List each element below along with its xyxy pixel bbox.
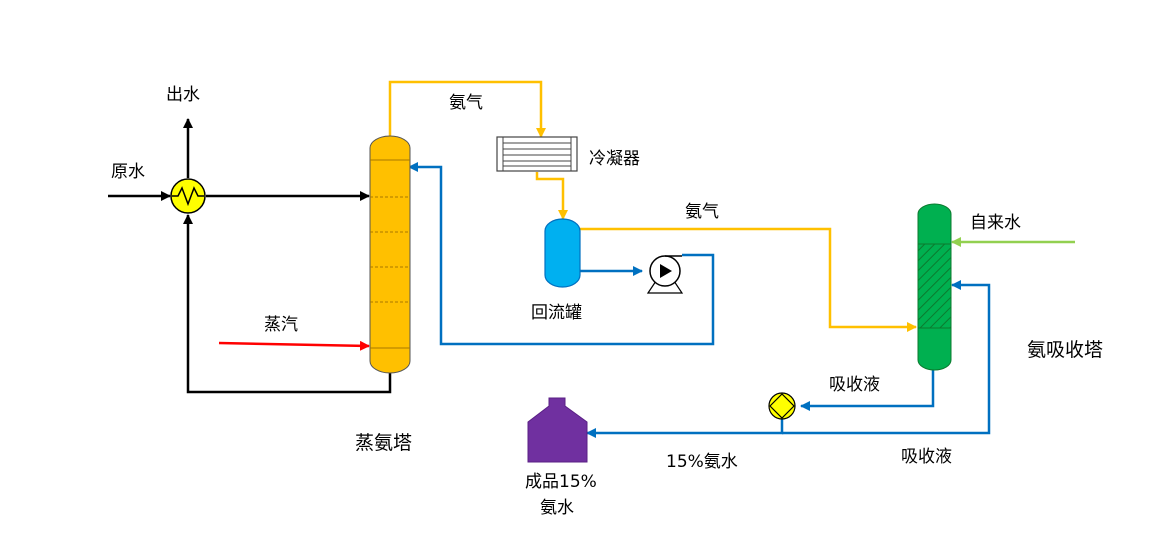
steam-line [218, 340, 370, 351]
absorber-bottoms-line [800, 369, 935, 411]
pump-icon [646, 255, 684, 294]
tap-water-label: 自来水 [970, 213, 1021, 233]
reflux-tank-label: 回流罐 [531, 303, 582, 323]
steam-label: 蒸汽 [264, 315, 298, 335]
stripper-column [369, 135, 411, 374]
heat-exchanger-icon [170, 178, 206, 214]
stripper-bottoms-line [183, 214, 392, 394]
ammonia-gas-lines [388, 80, 917, 332]
reflux-return-line [408, 162, 715, 346]
tank-gas-line [578, 227, 917, 332]
liquid-lines [408, 162, 991, 438]
condenser [496, 136, 578, 172]
reflux-tank [544, 218, 581, 288]
ammonia-gas-mid-label: 氨气 [685, 202, 719, 222]
condenser-label: 冷凝器 [589, 149, 640, 169]
absorbent-upper-label: 吸收液 [829, 375, 880, 395]
absorbent-recycle-line [782, 280, 991, 435]
product-tank [527, 397, 588, 463]
water-lines [108, 118, 392, 394]
product-label-line2: 氨水 [540, 498, 574, 518]
ammonia-15-label: 15%氨水 [666, 452, 738, 472]
raw-water-label: 原水 [111, 162, 145, 182]
absorber-label: 氨吸收塔 [1027, 339, 1103, 361]
cooler-icon [768, 392, 796, 420]
absorbent-lower-label: 吸收液 [901, 447, 952, 467]
outlet-water-label: 出水 [166, 85, 200, 105]
condensate-line [535, 172, 568, 220]
product-label-line1: 成品15% [525, 472, 597, 492]
absorber-column [917, 203, 952, 371]
stripper-label: 蒸氨塔 [355, 432, 412, 454]
product-line [586, 418, 784, 438]
stripper-top-gas-line [388, 80, 546, 140]
ammonia-gas-top-label: 氨气 [449, 93, 483, 113]
